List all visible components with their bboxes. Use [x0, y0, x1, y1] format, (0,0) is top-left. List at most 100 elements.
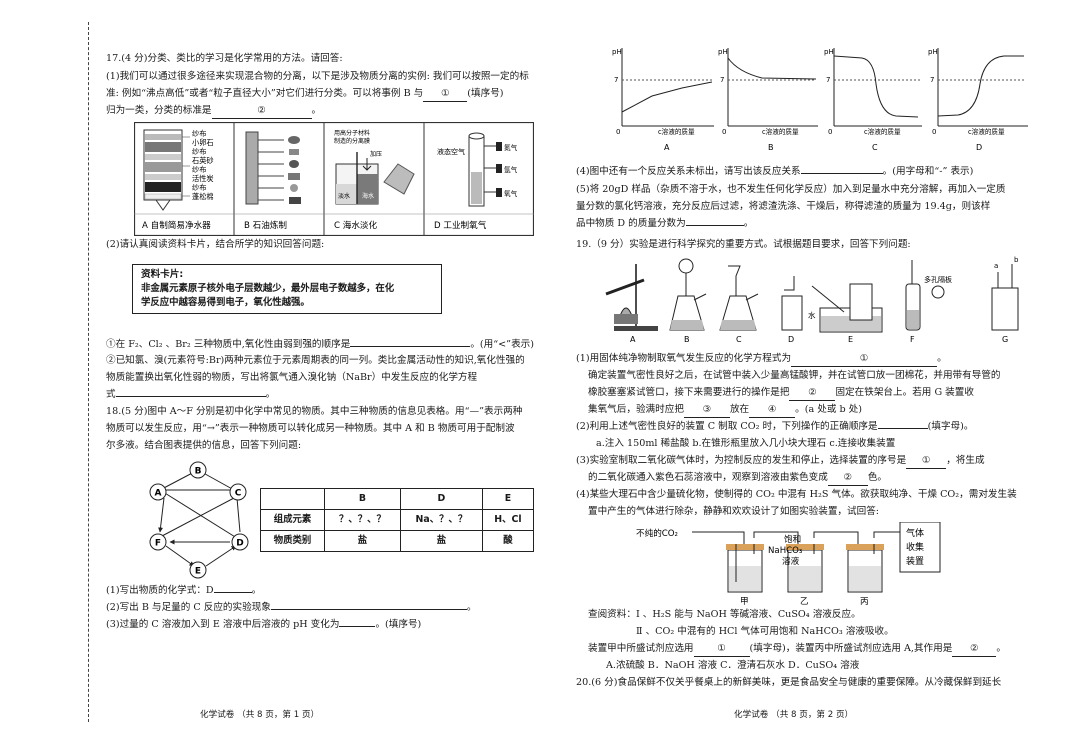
table-header-row: B D E: [259, 488, 535, 510]
q17-1-blank-1[interactable]: ①: [423, 87, 468, 102]
svg-text:C: C: [235, 489, 242, 499]
q17-2-2-line2: 物质能置换出氧化性弱的物质，写出将氯气通入溴化钠（NaBr）中发生反应的化学方程: [106, 372, 478, 383]
binding-fold-line: [88, 22, 89, 722]
ph-graphs: pH 7 0 c溶液的质量 A pH 7 0 c溶液的质量 B pH 7 0 c…: [612, 48, 1028, 152]
svg-text:制造的分离膜: 制造的分离膜: [334, 137, 370, 145]
svg-text:加压: 加压: [370, 150, 382, 158]
apparatus-c-drawing: [719, 265, 759, 331]
svg-text:A: A: [664, 143, 670, 152]
q17-2-1: ①在 F₂、Cl₂ 、Br₂ 三种物质中,氧化性由弱到强的顺序是。(用“<”表示…: [106, 339, 535, 350]
svg-text:c溶液的质量: c溶液的质量: [658, 127, 695, 136]
svg-text:B: B: [768, 143, 774, 152]
svg-text:pH: pH: [824, 48, 834, 56]
info-card-title: 资料卡片:: [141, 269, 184, 280]
svg-text:C: C: [872, 143, 878, 152]
q19-4-options: A.浓硫酸 B．NaOH 溶液 C．澄清石灰水 D．CuSO₄ 溶液: [606, 660, 860, 671]
node-b: [189, 461, 207, 479]
q19-2-blank[interactable]: [877, 428, 928, 429]
collector-label-1: 气体: [906, 527, 924, 539]
q19-2-options: a.注入 150ml 稀盐酸 b.在锥形瓶里放入几小块大理石 c.连接收集装置: [596, 438, 896, 449]
separation-examples-figure: 纱布 小卵石 纱布 石英砂 纱布 活性炭 纱布 蓬松棉 用高分子材料 制造的分离…: [134, 122, 534, 236]
svg-text:G: G: [1002, 335, 1008, 344]
q18-5-line1: (5)将 20gD 样品（杂质不溶于水，也不发生任何化学反应）加入到足量水中充分…: [576, 184, 1006, 195]
svg-text:氩气: 氩气: [504, 165, 518, 174]
node-a: [149, 483, 167, 501]
filter-layer-label: 纱布: [192, 147, 206, 156]
figure-label-c: C 海水淡化: [334, 219, 378, 231]
svg-text:F: F: [910, 335, 915, 344]
q19-3-blank-2[interactable]: ②: [827, 471, 868, 486]
collector-label-2: 收集: [906, 541, 924, 553]
reagent-label: 溶液: [782, 555, 800, 567]
q19-4-blank-2[interactable]: ②: [952, 642, 997, 657]
svg-text:pH: pH: [718, 48, 728, 56]
q17-1-blank-2[interactable]: ②: [211, 104, 312, 119]
figure-label-b: B 石油炼制: [244, 219, 287, 231]
water-filter-drawing: [143, 129, 190, 211]
figure-label-a: A 自制简易净水器: [142, 219, 211, 231]
svg-text:E: E: [195, 567, 201, 577]
info-card-line-2: 学反应中越容易得到电子，氧化性越强。: [141, 297, 310, 309]
arrow-a-f: [158, 497, 165, 533]
q18-3-blank[interactable]: [339, 626, 376, 627]
svg-text:氧气: 氧气: [504, 189, 518, 198]
q19-1-line2: 确定装置气密性良好之后，在试管中装入少量高锰酸钾，并在试管口放一团棉花，并用带有…: [588, 370, 1001, 381]
svg-text:c溶液的质量: c溶液的质量: [968, 127, 1005, 136]
q19-1-blank-2[interactable]: ②: [789, 386, 836, 401]
substance-info-table: B D E 组成元素 ？、？、？ Na、？、？ H、Cl 物质类别 盐 盐 酸: [259, 488, 535, 552]
arrow-e-d: [205, 545, 237, 567]
bottle-label-yi: 乙: [800, 596, 809, 606]
footer-page-1: 化学试卷 （共 8 页，第 1 页）: [200, 710, 320, 720]
q18-4-blank[interactable]: [800, 173, 883, 174]
q18-line1: 18.(5 分)图中 A～F 分别是初中化学中常见的物质。其中三种物质的信息见表…: [106, 406, 523, 417]
q17-2-2-blank[interactable]: [115, 396, 266, 397]
svg-text:a: a: [994, 262, 998, 270]
bottle-label-bing: 丙: [860, 596, 869, 606]
q18-5-blank[interactable]: [685, 225, 744, 226]
impure-co2-label: 不纯的CO₂: [636, 527, 678, 539]
collector-label-3: 装置: [906, 555, 924, 567]
q18-4: (4)图中还有一个反应关系未标出，请写出该反应关系。(用字母和“-” 表示): [576, 166, 974, 177]
svg-text:A: A: [630, 335, 636, 344]
q18-2: (2)写出 B 与足量的 C 反应的实验现象。: [106, 602, 477, 613]
q17-title: 17.(4 分)分类、类比的学习是化学常用的方法。请回答:: [106, 53, 343, 64]
q17-2-1-blank[interactable]: [350, 346, 471, 347]
wash-bottle-jia: [726, 544, 764, 593]
arrow-f-e: [165, 545, 195, 567]
q18-2-blank[interactable]: [270, 609, 467, 610]
reagent-label: NaHCO₃: [768, 546, 803, 556]
q19-1-blank-4[interactable]: ④: [749, 403, 796, 418]
svg-text:c溶液的质量: c溶液的质量: [864, 127, 901, 136]
q19-1-blank-1[interactable]: ①: [791, 352, 938, 367]
q18-line2: 物质可以发生反应，用“→”表示一种物质可以转化成另一种物质。其中 A 和 B 物…: [106, 423, 515, 434]
node-d: [231, 533, 249, 551]
reference-1: 查阅资料：Ⅰ 、H₂S 能与 NaOH 等碱溶液、CuSO₄ 溶液反应。: [588, 609, 861, 620]
apparatus-e-drawing: 水: [808, 283, 883, 333]
q19-1-blank-3[interactable]: ③: [683, 403, 730, 418]
q19-3-blank-1[interactable]: ①: [906, 454, 947, 469]
svg-text:b: b: [1014, 256, 1019, 264]
ph-graph-c: pH 7 0 c溶液的质量 C: [824, 48, 922, 152]
q17-2-2-line1: ②已知氯、溴(元素符号:Br)两种元素位于元素周期表的同一列。类比金属活动性的知…: [106, 355, 525, 366]
q19-2: (2)利用上述气密性良好的装置 C 制取 CO₂ 时，下列操作的正确顺序是(填字…: [576, 421, 974, 432]
q19-4-blank-1[interactable]: ①: [693, 642, 750, 657]
svg-text:D: D: [976, 143, 982, 152]
svg-text:0: 0: [932, 128, 936, 136]
ph-graph-a: pH 7 0 c溶液的质量 A: [612, 48, 714, 152]
q18-1-blank[interactable]: [213, 592, 252, 593]
filter-layer-label: 蓬松棉: [192, 192, 214, 201]
filter-layer-label: 小卵石: [192, 138, 214, 147]
filter-layer-label: 石英砂: [192, 156, 214, 165]
reference-2: Ⅱ 、CO₂ 中混有的 HCl 气体可用饱和 NaHCO₃ 溶液吸收。: [636, 626, 894, 637]
filter-layer-label: 活性炭: [192, 174, 214, 183]
apparatus-g-drawing: a b: [991, 256, 1019, 331]
svg-text:7: 7: [826, 76, 830, 84]
oil-refining-drawing: [245, 131, 301, 205]
apparatus-a-drawing: [605, 264, 658, 331]
lab-apparatus-figure: 水 多孔隔板 a b A B C D E F G: [605, 256, 1019, 344]
